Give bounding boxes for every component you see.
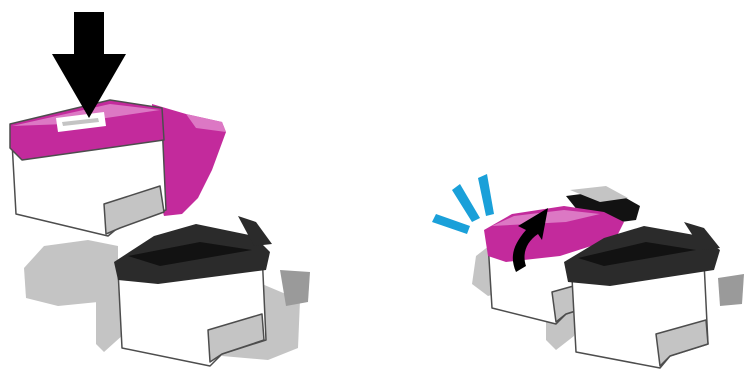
snap-lines-icon — [432, 174, 494, 234]
step-close-latch-panel — [432, 174, 744, 368]
black-cartridge-icon — [114, 216, 272, 366]
step-press-down-panel — [10, 12, 310, 366]
tri-color-cartridge-icon — [10, 100, 166, 236]
